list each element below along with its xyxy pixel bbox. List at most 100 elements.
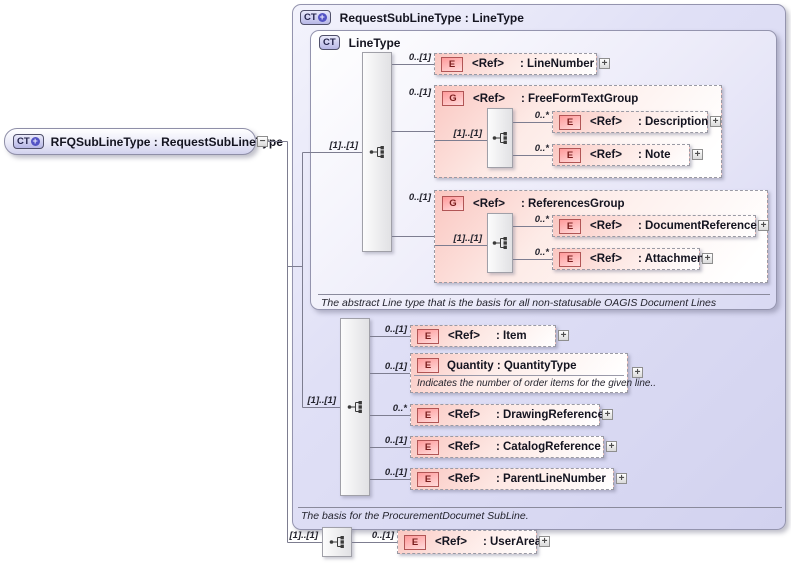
element-icon: E <box>417 358 439 373</box>
group-name: : ReferencesGroup <box>520 197 625 210</box>
element-name: : Note <box>637 149 671 161</box>
sequence-icon <box>369 146 384 158</box>
ref-label: <Ref> <box>473 92 505 105</box>
cardinality-label: [1]..[1] <box>307 395 337 406</box>
ref-label: <Ref> <box>472 58 504 70</box>
element-line-number[interactable]: E <Ref> : LineNumber <box>434 53 597 75</box>
ct-badge-label: CT <box>304 12 317 23</box>
sequence-connector[interactable] <box>487 213 513 273</box>
element-name: Quantity : QuantityType <box>447 359 577 372</box>
element-icon: E <box>404 534 426 550</box>
complex-type-icon: CT + <box>13 134 44 149</box>
cardinality-label: 0..* <box>392 403 407 414</box>
complex-type-icon: CT + <box>300 10 331 25</box>
cardinality-label: [1]..[1] <box>453 128 483 139</box>
expand-button[interactable]: + <box>606 441 617 452</box>
ref-label: <Ref> <box>448 409 480 421</box>
root-title: RFQSubLineType : RequestSubLineType <box>50 134 283 149</box>
sequence-icon <box>347 401 362 413</box>
element-icon: E <box>417 328 439 344</box>
complex-type-icon: CT <box>319 35 340 50</box>
sequence-connector[interactable] <box>362 52 392 252</box>
cardinality-label: 0..* <box>534 110 549 121</box>
element-name: : Attachment <box>637 253 708 265</box>
ref-label: <Ref> <box>448 441 480 453</box>
divider <box>298 507 782 508</box>
element-name: : DrawingReference <box>495 409 604 421</box>
element-icon: E <box>441 56 463 72</box>
element-name: : CatalogReference <box>495 441 601 453</box>
element-parent-line-number[interactable]: E <Ref> : ParentLineNumber <box>410 468 614 490</box>
element-name: : DocumentReference <box>637 220 757 232</box>
ref-label: <Ref> <box>590 220 622 232</box>
ref-label: <Ref> <box>590 253 622 265</box>
cardinality-label: 0..[1] <box>408 52 431 63</box>
ref-label: <Ref> <box>473 197 505 210</box>
ref-label: <Ref> <box>590 149 622 161</box>
cardinality-label: 0..[1] <box>384 467 407 478</box>
cardinality-label: [1]..[1] <box>289 530 319 541</box>
expand-button[interactable]: + <box>758 220 769 231</box>
ref-label: <Ref> <box>448 330 480 342</box>
sequence-connector[interactable] <box>487 108 513 168</box>
ct-badge-label: CT <box>323 37 336 48</box>
element-note[interactable]: E <Ref> : Note <box>552 144 690 166</box>
element-name: : UserArea <box>482 536 542 548</box>
expand-button[interactable]: + <box>710 116 721 127</box>
element-document-reference[interactable]: E <Ref> : DocumentReference <box>552 215 757 237</box>
element-description[interactable]: E <Ref> : Description <box>552 111 708 133</box>
element-icon: E <box>417 439 439 455</box>
sequence-connector[interactable] <box>322 527 352 557</box>
annotation-text: Indicates the number of order items for … <box>417 378 657 389</box>
annotation-text: The basis for the ProcurementDocumet Sub… <box>301 510 529 522</box>
element-icon: E <box>559 114 581 130</box>
element-name: : ParentLineNumber <box>495 473 606 485</box>
group-icon: G <box>442 91 464 106</box>
cardinality-label: 0..[1] <box>408 87 431 98</box>
divider <box>414 375 624 376</box>
cardinality-label: 0..* <box>534 247 549 258</box>
expand-button[interactable]: + <box>599 58 610 69</box>
expand-button[interactable]: + <box>702 253 713 264</box>
element-user-area[interactable]: E <Ref> : UserArea <box>397 530 541 554</box>
sequence-icon <box>492 132 507 144</box>
expand-button[interactable]: + <box>539 536 550 547</box>
collapse-button[interactable]: − <box>257 136 268 147</box>
cardinality-label: 0..[1] <box>371 530 394 541</box>
element-icon: E <box>559 251 581 267</box>
cardinality-label: 0..[1] <box>384 324 407 335</box>
expand-button[interactable]: + <box>692 149 703 160</box>
element-quantity[interactable]: E Quantity : QuantityType Indicates the … <box>410 353 657 393</box>
element-icon: E <box>559 147 581 163</box>
sequence-icon <box>329 536 344 548</box>
element-drawing-reference[interactable]: E <Ref> : DrawingReference <box>410 404 604 426</box>
cardinality-label: 0..[1] <box>384 435 407 446</box>
element-icon: E <box>559 218 581 234</box>
element-item[interactable]: E <Ref> : Item <box>410 325 556 347</box>
cardinality-label: 0..* <box>534 143 549 154</box>
group-icon: G <box>442 196 464 211</box>
cardinality-label: 0..* <box>534 214 549 225</box>
element-name: : LineNumber <box>519 58 595 70</box>
cardinality-label: 0..[1] <box>408 192 431 203</box>
element-attachment[interactable]: E <Ref> : Attachment <box>552 248 708 270</box>
expand-button[interactable]: + <box>632 367 643 378</box>
annotation-text: The abstract Line type that is the basis… <box>321 297 717 309</box>
ref-label: <Ref> <box>435 536 467 548</box>
outer-title: RequestSubLineType : LineType <box>339 10 524 25</box>
expand-button[interactable]: + <box>602 409 613 420</box>
cardinality-label: [1]..[1] <box>453 233 483 244</box>
cardinality-label: 0..[1] <box>384 361 407 372</box>
cardinality-label: [1]..[1] <box>329 140 359 151</box>
element-catalog-reference[interactable]: E <Ref> : CatalogReference <box>410 436 604 458</box>
group-name: : FreeFormTextGroup <box>520 92 639 105</box>
expand-button[interactable]: + <box>558 330 569 341</box>
ref-label: <Ref> <box>448 473 480 485</box>
plus-icon: + <box>30 136 40 146</box>
sequence-connector[interactable] <box>340 318 370 496</box>
element-icon: E <box>417 407 439 423</box>
sequence-icon <box>492 237 507 249</box>
element-name: : Description <box>637 116 709 128</box>
expand-button[interactable]: + <box>616 473 627 484</box>
complex-type-rfq-sub-line[interactable]: CT + RFQSubLineType : RequestSubLineType <box>4 128 283 155</box>
